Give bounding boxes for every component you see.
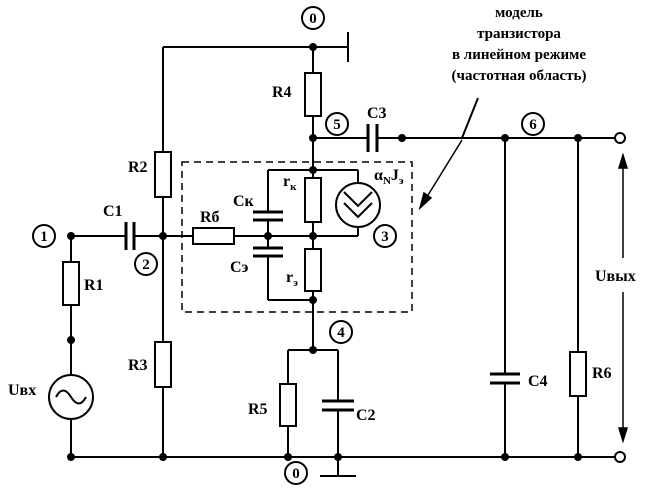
junction-dot — [309, 232, 317, 240]
node-numbers: 0 1 2 3 4 5 6 0 — [40, 11, 537, 482]
node-label-2: 2 — [142, 257, 150, 273]
junction-dot — [67, 453, 75, 461]
label-r5: R5 — [248, 401, 268, 418]
label-r3: R3 — [128, 357, 148, 374]
node-marker-1 — [32, 224, 56, 248]
label-c4: C4 — [528, 373, 548, 390]
label-uin: Uвх — [8, 382, 36, 399]
node-marker-0-top — [301, 6, 325, 30]
label-c1: C1 — [103, 203, 123, 220]
node-marker-4 — [329, 320, 353, 344]
resistor-r3 — [154, 341, 172, 388]
resistor-r6 — [569, 351, 587, 397]
ac-source-icon — [48, 374, 94, 420]
capacitors — [124, 124, 520, 412]
junction-dot — [309, 166, 317, 174]
junction-dot — [67, 232, 75, 240]
junction-dot — [284, 453, 292, 461]
output-terminal-top — [614, 132, 626, 144]
node-label-3: 3 — [381, 229, 389, 245]
label-uout: Uвых — [595, 268, 636, 285]
resistor-r5 — [279, 383, 297, 427]
junction-dot — [67, 336, 75, 344]
junction-dot — [334, 453, 342, 461]
junction-dot — [159, 453, 167, 461]
resistor-rb — [192, 227, 235, 245]
resistor-r1 — [62, 261, 80, 306]
annotation-line-3: в линейном режиме — [452, 47, 586, 63]
junction-dot — [398, 134, 406, 142]
junction-dots — [67, 43, 582, 461]
node-label-6: 6 — [529, 117, 537, 133]
node-marker-3 — [373, 224, 397, 248]
label-r6: R6 — [592, 365, 612, 382]
node-marker-6 — [521, 112, 545, 136]
junction-dot — [264, 232, 272, 240]
resistor-rk — [304, 177, 322, 223]
label-r1: R1 — [84, 277, 104, 294]
label-rb: Rб — [200, 209, 220, 226]
label-r2: R2 — [128, 159, 148, 176]
annotation-pointer-line — [461, 97, 479, 139]
label-r4: R4 — [272, 84, 292, 101]
component-labels: R1 R2 R3 R4 R5 R6 Rб C1 C2 C3 C4 Cк Cэ r… — [8, 84, 636, 424]
junction-dot — [501, 134, 509, 142]
node-marker-2 — [134, 252, 158, 276]
junction-dot — [574, 134, 582, 142]
junction-dot — [309, 134, 317, 142]
node-markers — [32, 6, 545, 485]
node-label-4: 4 — [337, 325, 345, 341]
node-label-5: 5 — [333, 117, 341, 133]
transistor-model-box — [181, 161, 413, 313]
node-label-0-top: 0 — [309, 11, 317, 27]
junction-dot — [501, 453, 509, 461]
resistor-r4 — [304, 72, 322, 117]
junction-dot — [574, 453, 582, 461]
output-terminal-bottom — [614, 451, 626, 463]
label-ce: Cэ — [230, 259, 249, 276]
label-rk: rк — [283, 173, 297, 193]
resistor-re — [304, 248, 322, 292]
resistor-r2 — [154, 151, 172, 198]
junction-dot — [309, 296, 317, 304]
output-voltage-arrow — [617, 152, 629, 444]
junction-dot — [309, 346, 317, 354]
label-c2: C2 — [356, 407, 376, 424]
label-c3: C3 — [367, 105, 387, 122]
annotation-line-4: (частотная область) — [452, 68, 587, 84]
output-terminals — [614, 132, 626, 463]
annotation-text: модель транзистора в линейном режиме (ча… — [452, 5, 587, 84]
node-marker-5 — [325, 112, 349, 136]
node-label-0-bottom: 0 — [292, 466, 300, 482]
resistors — [62, 72, 587, 427]
annotation-line-2: транзистора — [477, 26, 561, 42]
label-ck: Cк — [233, 193, 255, 210]
label-current-source: αNJэ — [374, 167, 404, 187]
junction-dot — [309, 43, 317, 51]
annotation-arrow — [418, 139, 463, 211]
label-re: rэ — [286, 269, 298, 289]
node-marker-0-bottom — [284, 461, 308, 485]
current-source-icon — [335, 182, 381, 228]
annotation-line-1: модель — [495, 5, 543, 21]
node-label-1: 1 — [40, 229, 48, 245]
junction-dot — [159, 232, 167, 240]
